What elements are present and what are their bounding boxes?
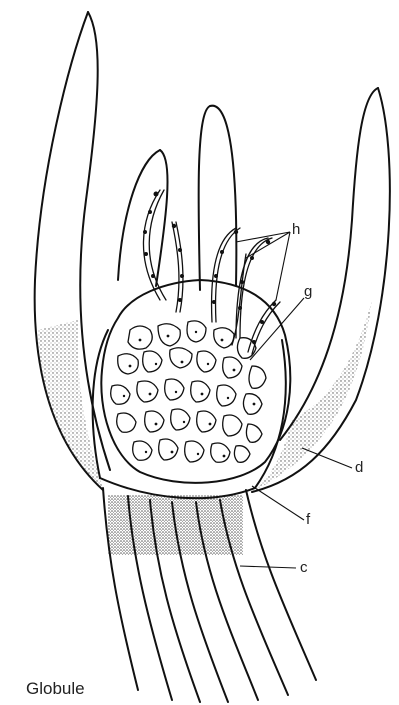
outer-sepals [35, 12, 390, 492]
basal-bracts [93, 330, 286, 498]
figure-caption: Globule [26, 679, 85, 698]
label-g: g [304, 283, 312, 300]
label-d: d [355, 459, 363, 476]
stalk-filaments [103, 488, 316, 702]
globule-body [101, 280, 290, 483]
style-filaments [143, 190, 280, 354]
label-f: f [306, 511, 311, 528]
label-h: h [292, 221, 300, 238]
label-c: c [300, 559, 308, 576]
